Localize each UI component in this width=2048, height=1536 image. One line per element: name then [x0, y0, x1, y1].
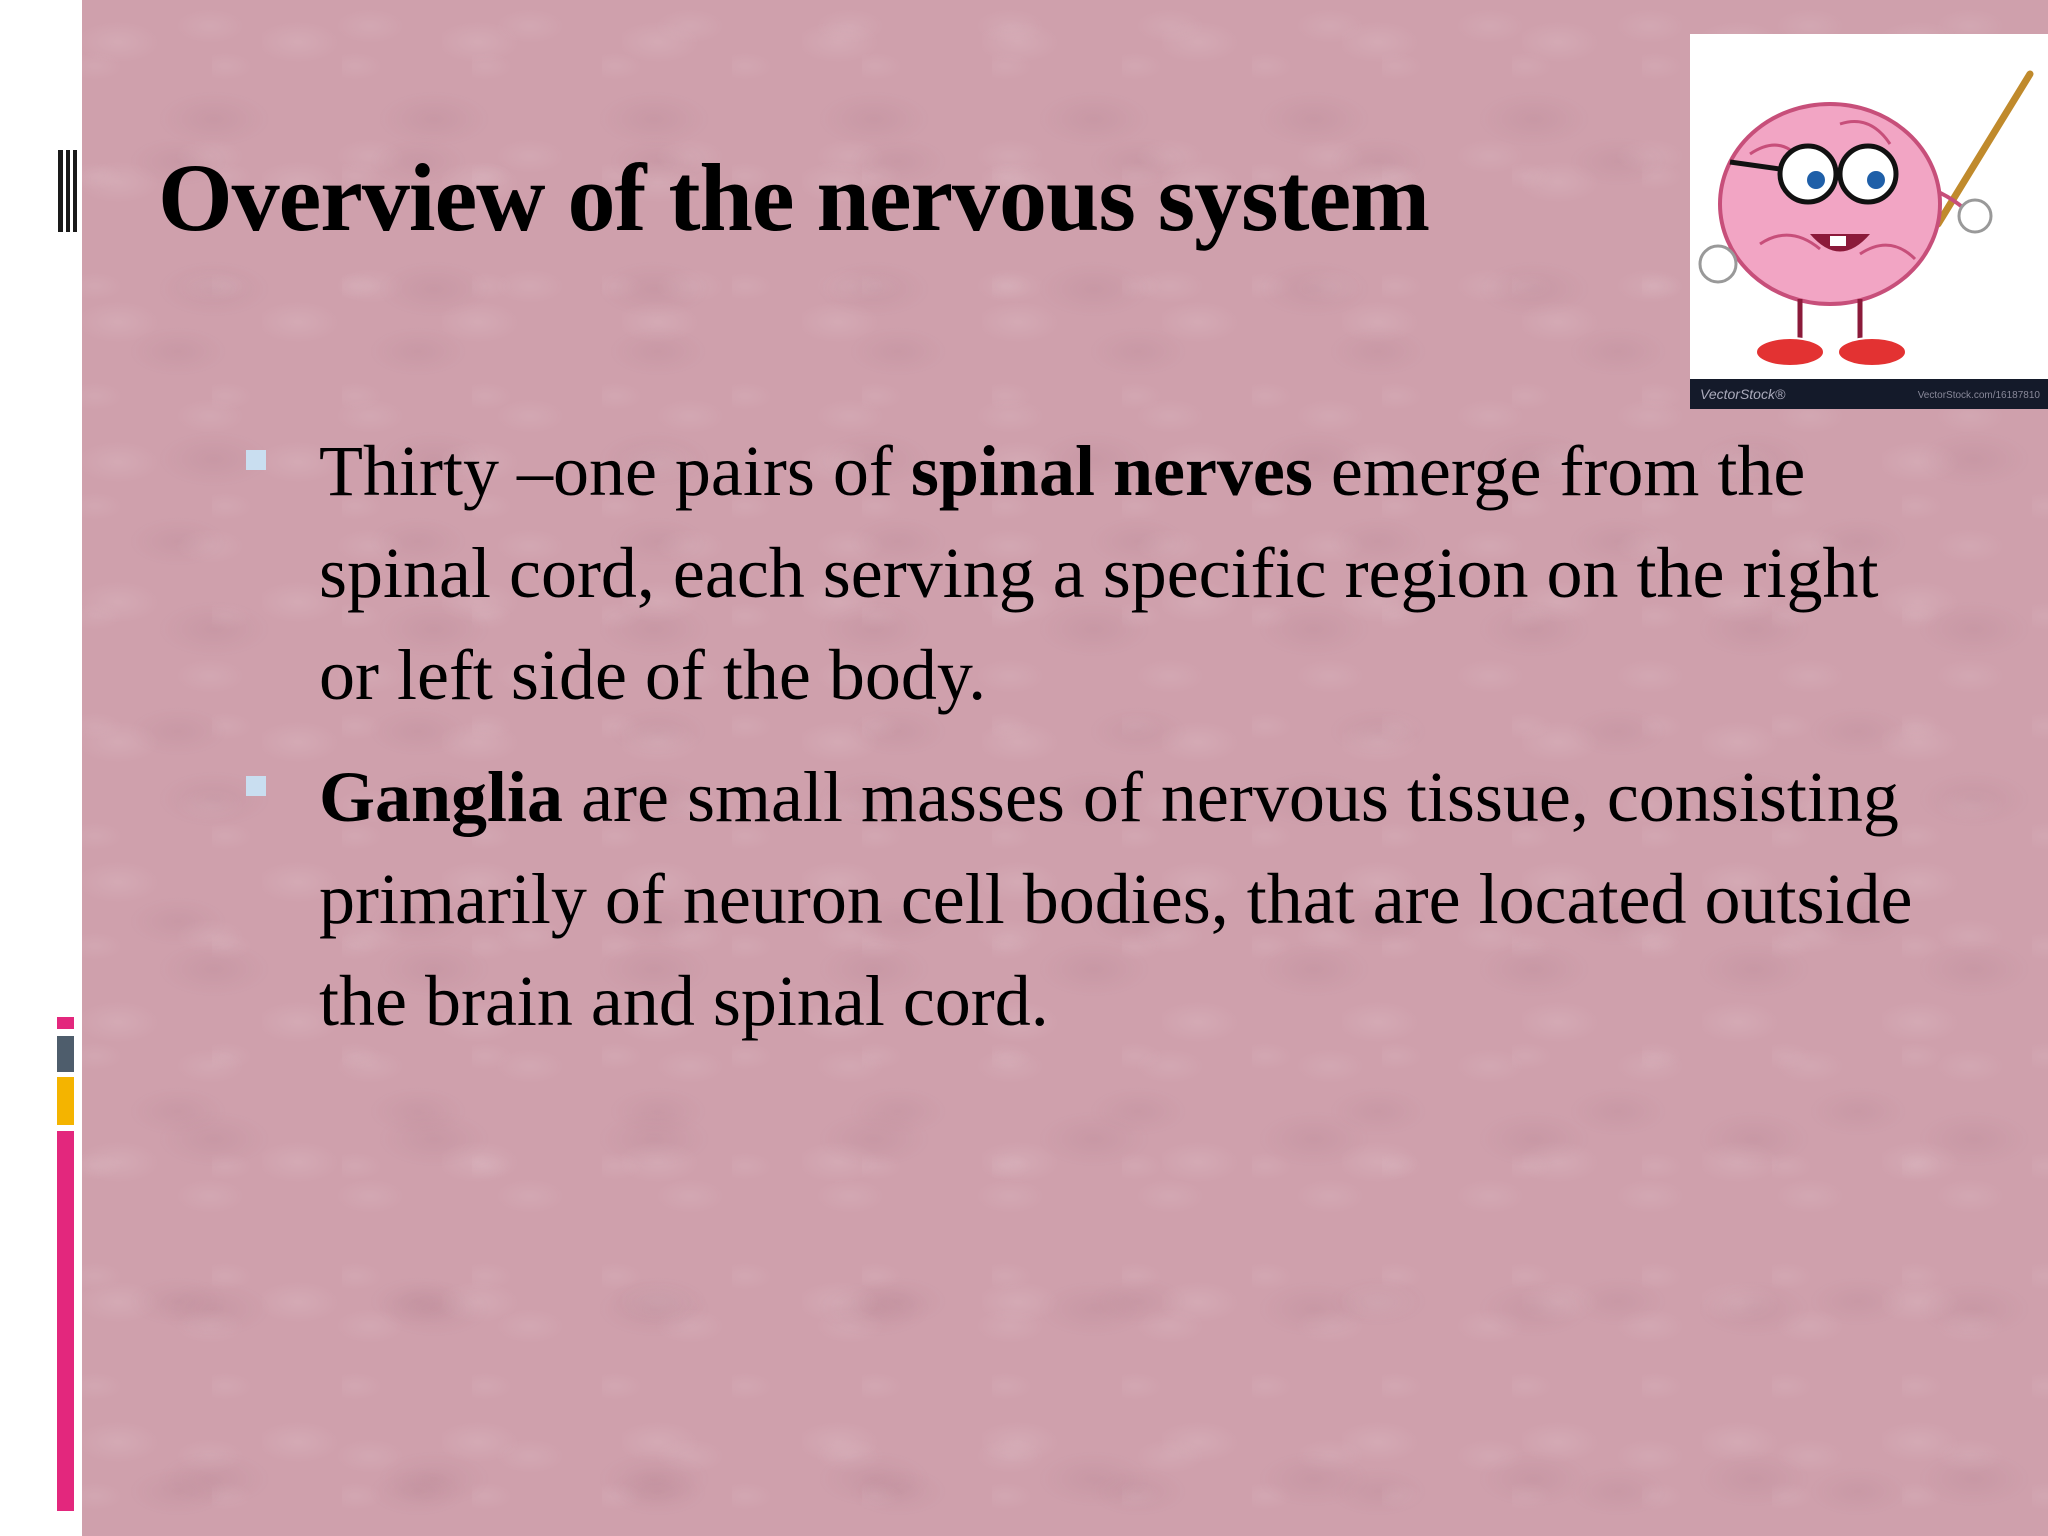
decorative-bar [57, 1077, 74, 1125]
decorative-bar [57, 1017, 74, 1029]
bullet-ganglia: Ganglia are small masses of nervous tiss… [246, 746, 1946, 1052]
bullet-spinal-nerves: Thirty –one pairs of spinal nerves emerg… [246, 420, 1946, 726]
decorative-bar [66, 150, 70, 232]
decorative-bar [57, 1131, 74, 1511]
bullet-text: Thirty –one pairs of [319, 431, 911, 511]
watermark-bar: VectorStock® VectorStock.com/16187810 [1690, 379, 2048, 409]
decorative-bar [62, 150, 63, 232]
watermark-logo: VectorStock® [1700, 386, 1786, 402]
brain-teacher-cartoon-icon [1698, 70, 2034, 367]
brain-teacher-picture: VectorStock® VectorStock.com/16187810 [1690, 34, 2048, 409]
bullet-list: Thirty –one pairs of spinal nerves emerg… [246, 420, 1946, 1072]
slide-title: Overview of the nervous system [158, 144, 1430, 251]
decorative-bar [58, 150, 63, 232]
square-bullet-icon [246, 776, 266, 796]
bullet-text: are small masses of nervous tissue, cons… [319, 757, 1913, 1041]
decorative-bar [57, 1036, 74, 1072]
watermark-id: VectorStock.com/16187810 [1917, 390, 2040, 401]
square-bullet-icon [246, 450, 266, 470]
decorative-bar [73, 150, 77, 232]
bullet-text: emerge from the spinal cord, each servin… [319, 431, 1879, 715]
bullet-bold-term: spinal nerves [910, 431, 1313, 511]
bullet-bold-term: Ganglia [319, 757, 564, 837]
